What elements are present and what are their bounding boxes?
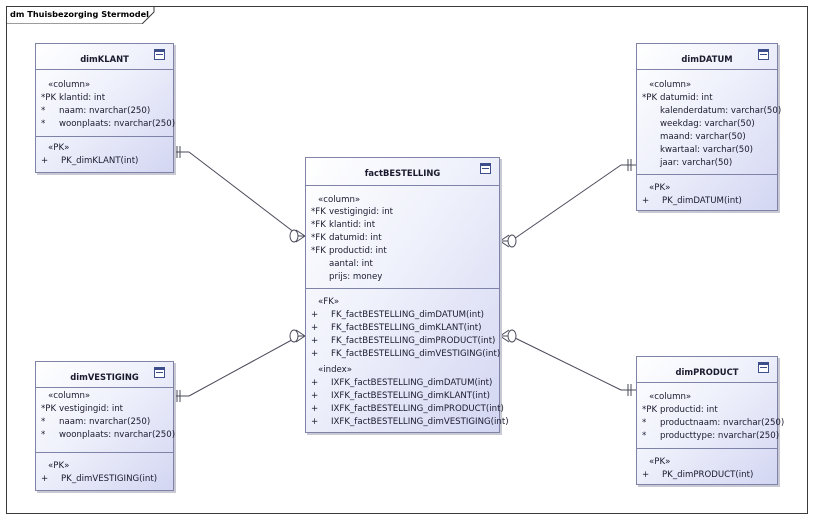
- column-row: maand: varchar(50): [660, 132, 746, 142]
- separator: [637, 69, 777, 70]
- table-title: dimPRODUCT: [675, 367, 739, 377]
- column-row: aantal: int: [329, 259, 373, 269]
- operation-row: +FK_factBESTELLING_dimPRODUCT(int): [311, 336, 496, 346]
- column-row: *naam: nvarchar(250): [41, 417, 151, 427]
- table-icon: [480, 163, 491, 174]
- column-row: *productnaam: nvarchar(250): [642, 418, 785, 428]
- separator: [306, 185, 499, 186]
- column-row: *producttype: nvarchar(250): [642, 431, 780, 441]
- table-title: dimVESTIGING: [70, 372, 139, 382]
- stereotype-label: «PK»: [48, 461, 70, 471]
- operation-row: +IXFK_factBESTELLING_dimDATUM(int): [311, 378, 493, 388]
- stereotype-label: «PK»: [649, 457, 671, 467]
- column-row: kalenderdatum: varchar(50): [660, 106, 782, 116]
- column-row: prijs: money: [329, 272, 383, 282]
- operation-row: +PK_dimKLANT(int): [41, 156, 139, 166]
- operation-row: +PK_dimVESTIGING(int): [41, 474, 158, 484]
- table-icon: [758, 362, 769, 373]
- diagram-frame: [6, 6, 808, 514]
- column-row: jaar: varchar(50): [660, 158, 733, 168]
- column-row: *woonplaats: nvarchar(250): [41, 430, 176, 440]
- stereotype-label: «index»: [318, 365, 353, 375]
- operation-row: +IXFK_factBESTELLING_dimKLANT(int): [311, 391, 490, 401]
- operation-row: +PK_dimPRODUCT(int): [642, 470, 754, 480]
- operation-row: +IXFK_factBESTELLING_dimPRODUCT(int): [311, 404, 504, 414]
- separator: [36, 69, 173, 70]
- table-icon: [154, 49, 165, 60]
- stereotype-label: «PK»: [48, 143, 70, 153]
- operation-row: +PK_dimDATUM(int): [642, 196, 742, 206]
- column-row: weekdag: varchar(50): [660, 119, 755, 129]
- stereotype-label: «column»: [649, 392, 692, 402]
- separator: [36, 136, 173, 137]
- operation-row: +FK_factBESTELLING_dimKLANT(int): [311, 323, 482, 333]
- separator: [36, 387, 173, 388]
- column-row: *woonplaats: nvarchar(250): [41, 119, 176, 129]
- table-icon: [758, 49, 769, 60]
- separator: [637, 382, 777, 383]
- stereotype-label: «column»: [48, 391, 91, 401]
- separator: [637, 174, 777, 175]
- operation-row: +FK_factBESTELLING_dimVESTIGING(int): [311, 349, 501, 359]
- stereotype-label: «column»: [318, 195, 361, 205]
- operation-row: +FK_factBESTELLING_dimDATUM(int): [311, 310, 484, 320]
- table-icon: [154, 367, 165, 378]
- table-title: dimDATUM: [681, 54, 733, 64]
- stereotype-label: «PK»: [649, 183, 671, 193]
- column-row: kwartaal: varchar(50): [660, 145, 754, 155]
- stereotype-label: «FK»: [318, 297, 340, 307]
- operation-row: +IXFK_factBESTELLING_dimVESTIGING(int): [311, 417, 509, 427]
- diagram-title: dm Thuisbezorging Stermodel: [10, 9, 149, 19]
- column-row: *naam: nvarchar(250): [41, 106, 151, 116]
- table-title: dimKLANT: [80, 54, 129, 64]
- stereotype-label: «column»: [649, 80, 692, 90]
- stereotype-label: «column»: [48, 80, 91, 90]
- separator: [36, 452, 173, 453]
- table-title: factBESTELLING: [364, 168, 441, 178]
- separator: [306, 288, 499, 289]
- separator: [637, 448, 777, 449]
